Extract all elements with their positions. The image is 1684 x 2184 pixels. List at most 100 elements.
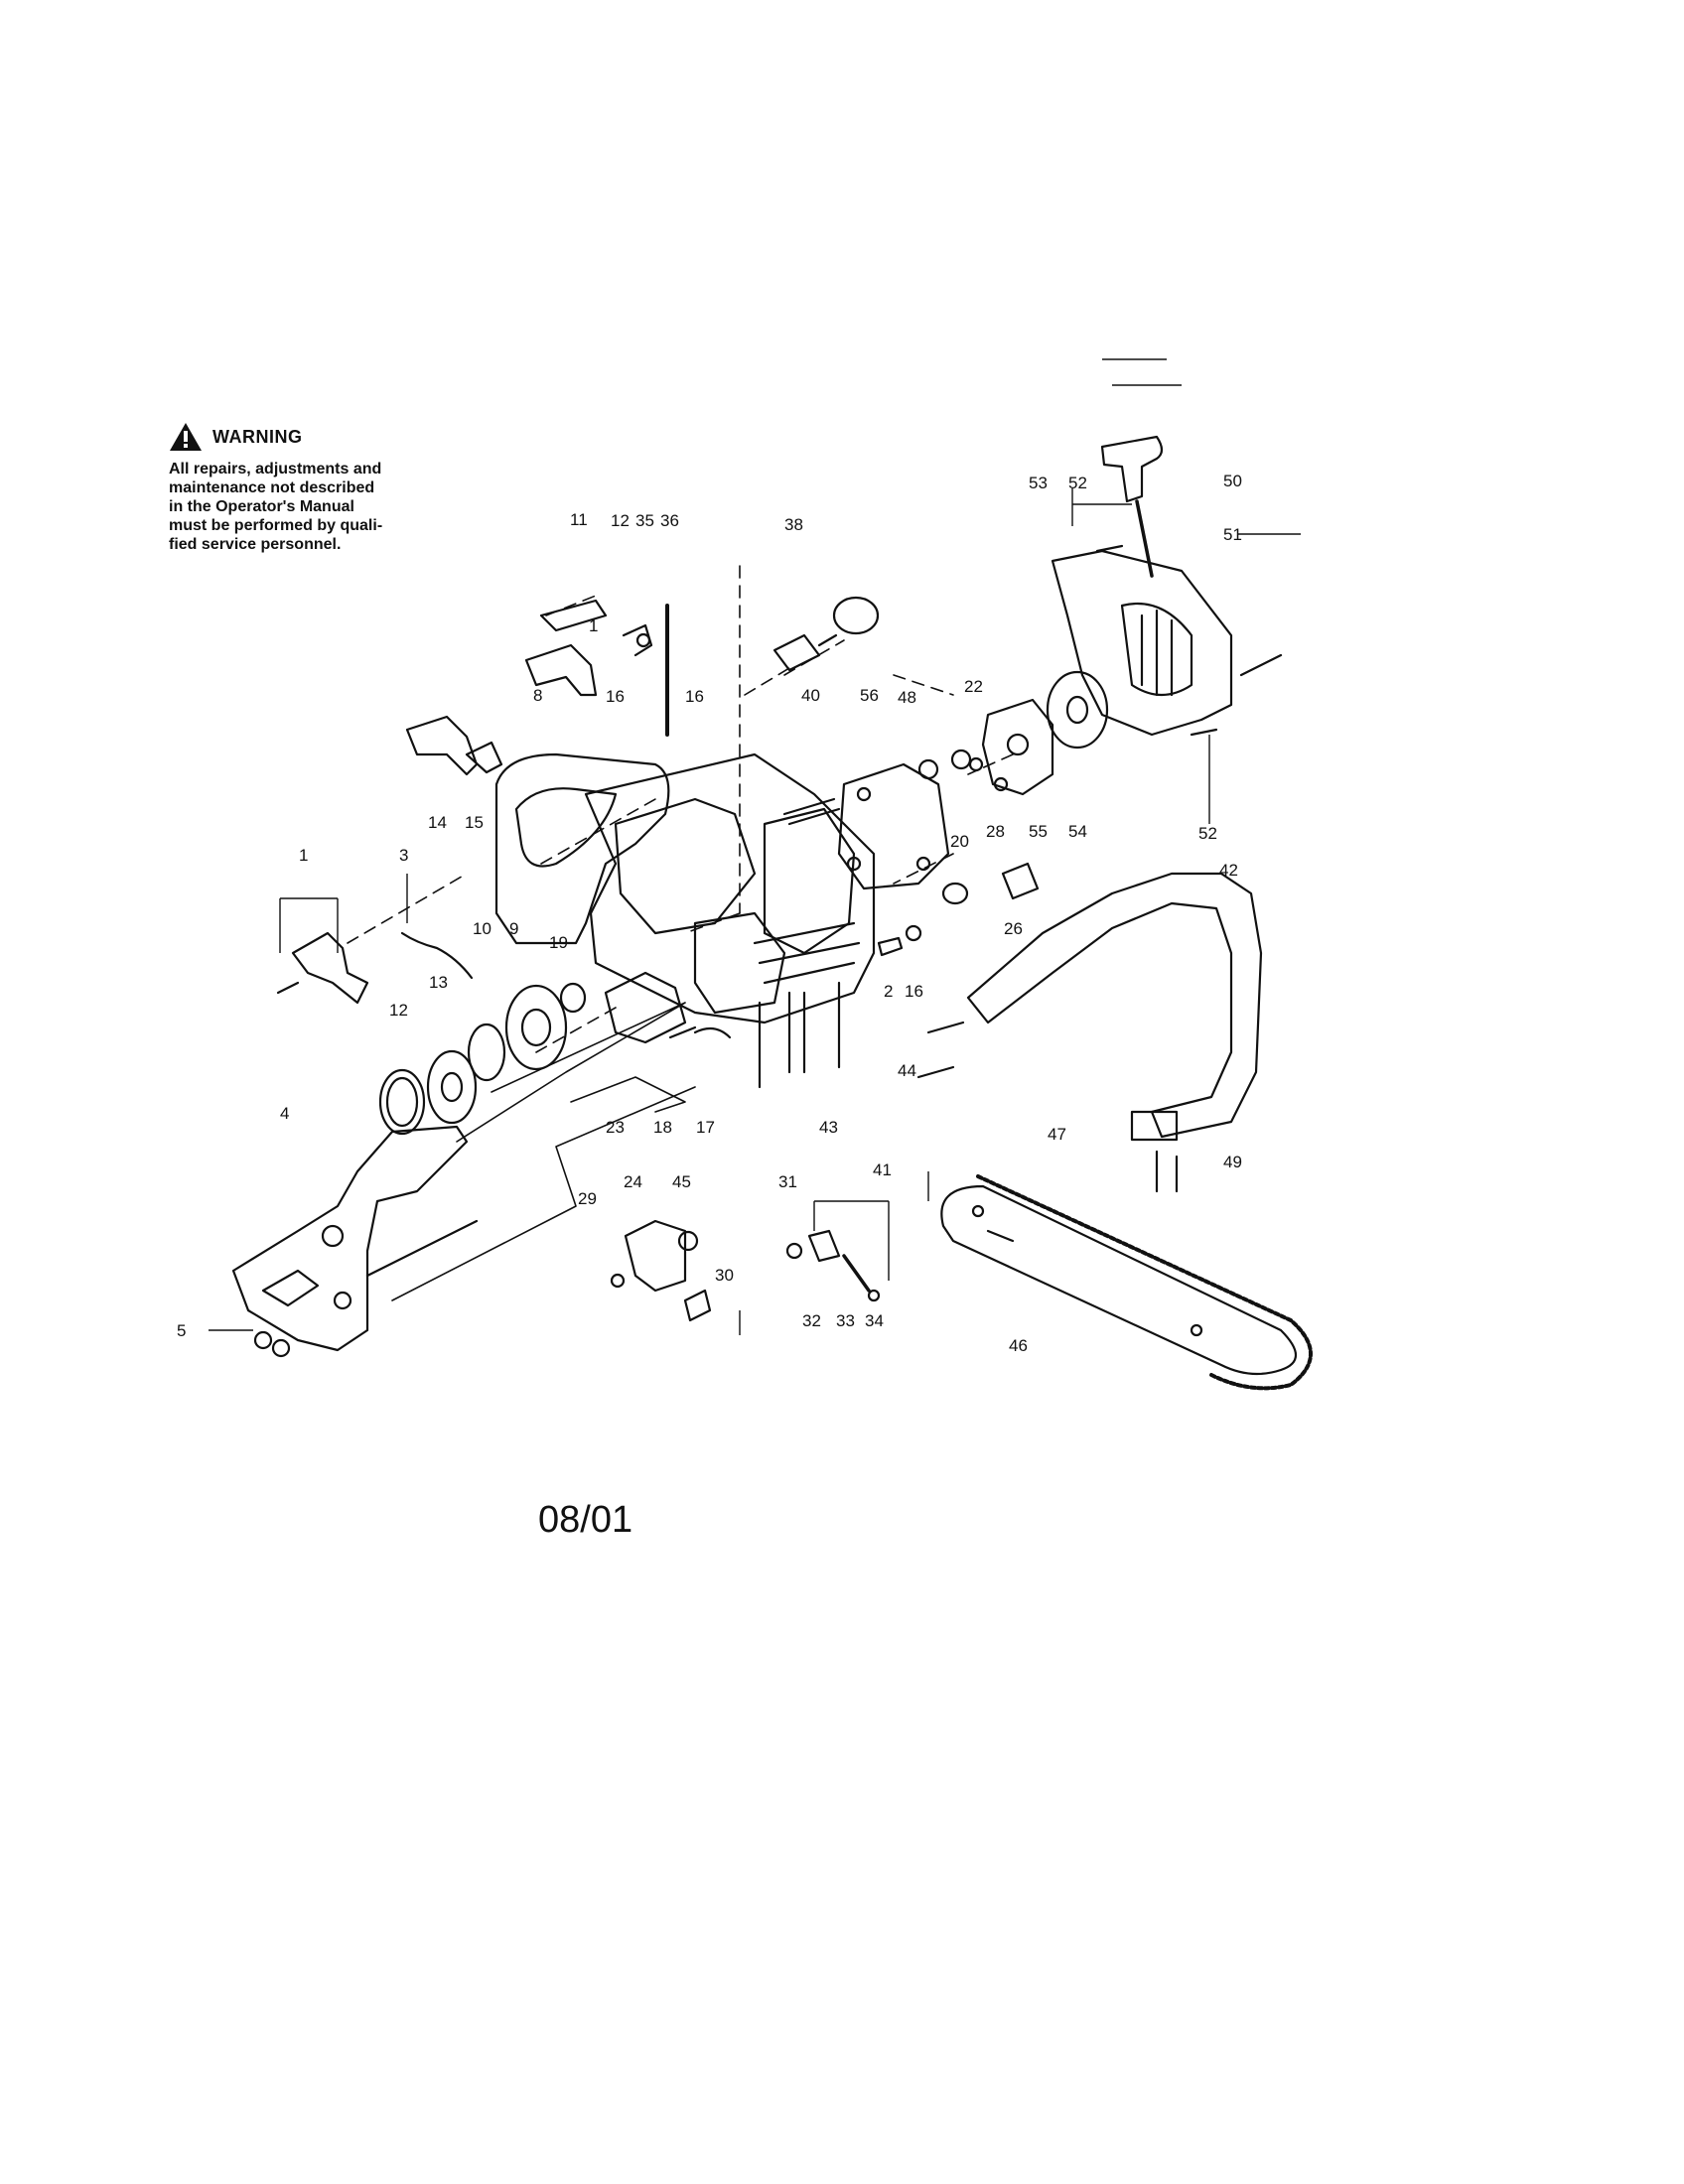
callout-52-upper: 52	[1068, 474, 1087, 492]
bar-guide-lines	[391, 1002, 696, 1301]
part-55-flywheel	[981, 698, 1054, 796]
callout-23: 23	[606, 1118, 625, 1137]
callout-33: 33	[836, 1311, 855, 1330]
part-52-screw-lower	[1190, 728, 1218, 737]
starter-fins	[1120, 602, 1193, 696]
callout-30: 30	[715, 1266, 734, 1285]
cover-window	[261, 1269, 320, 1307]
callout-49: 49	[1223, 1153, 1242, 1171]
callout-6: 14	[428, 813, 447, 832]
callout-24: 24	[624, 1172, 642, 1191]
warning-triangle-icon	[170, 423, 202, 451]
callout-40: 40	[801, 686, 820, 705]
callout-22: 22	[964, 677, 983, 696]
leader-lines	[209, 358, 1301, 1335]
callout-47: 47	[1048, 1125, 1066, 1144]
part-30-clamp	[683, 1289, 712, 1322]
part-11-washer	[467, 1023, 506, 1082]
callout-5: 5	[177, 1321, 186, 1340]
callout-15: 16	[905, 982, 923, 1001]
callout-4: 4	[280, 1104, 289, 1123]
callout-16-a: 16	[606, 687, 625, 706]
callout-8: 8	[533, 686, 542, 705]
callout-13: 11	[570, 510, 588, 529]
part-47-chain	[976, 1174, 1313, 1391]
part-1-top-lever	[524, 643, 598, 697]
callout-38: 38	[784, 515, 803, 534]
crankcase-housing	[584, 752, 876, 1024]
part-15-nut	[905, 924, 922, 942]
housing-screw	[1239, 653, 1283, 677]
part-54-pulley	[1046, 670, 1109, 750]
warning-line-4: must be performed by quali-	[169, 517, 383, 534]
callout-18: 18	[653, 1118, 672, 1137]
callout-26: 26	[1004, 919, 1023, 938]
part-7-clip	[465, 741, 503, 774]
warning-line-3: in the Operator's Manual	[169, 498, 354, 515]
callout-43: 43	[819, 1118, 838, 1137]
warning-title: WARNING	[212, 426, 303, 447]
callout-29: 29	[578, 1189, 597, 1208]
callout-32: 32	[802, 1311, 821, 1330]
part-42-front-handle	[966, 872, 1263, 1139]
callout-56: 56	[860, 686, 879, 705]
part-3-spring	[400, 931, 474, 980]
callout-3: 3	[399, 846, 408, 865]
callout-31: 31	[778, 1172, 797, 1191]
part-56-cylinder	[837, 762, 950, 890]
part-29-screw	[610, 1273, 626, 1289]
part-13-clip	[539, 599, 608, 632]
callout-45: 45	[672, 1172, 691, 1191]
warning-line-2: maintenance not described	[169, 479, 375, 496]
part-19-washer	[559, 982, 587, 1014]
callout-10: 9	[509, 919, 518, 938]
part-44-screw-b	[916, 1065, 955, 1079]
part-51-rope	[1135, 499, 1154, 578]
warning-line-1: All repairs, adjustments and	[169, 461, 382, 478]
callout-labels: 11 12 35 36 38 1 8 16 16 40 56 48 22 14 …	[177, 472, 1242, 1355]
callout-12: 13	[429, 973, 448, 992]
part-34-pin	[867, 1289, 881, 1302]
handle-foot	[1130, 1110, 1179, 1142]
callout-42: 42	[1219, 861, 1238, 880]
part-5-nut-a	[253, 1330, 273, 1350]
part-4-clutch-cover	[231, 1125, 469, 1352]
part-31-nut	[785, 1242, 803, 1260]
callout-53: 53	[1029, 474, 1048, 492]
part-53-starter-housing	[1051, 549, 1233, 737]
callout-19: 19	[549, 933, 568, 952]
callout-51: 51	[1223, 525, 1242, 544]
callout-2: 2	[884, 982, 893, 1001]
callout-46: 48	[898, 688, 916, 707]
part-2-bolt	[877, 936, 904, 957]
callout-14: 12	[611, 511, 630, 530]
callout-55: 55	[1029, 822, 1048, 841]
callout-11: 10	[473, 919, 491, 938]
part-26-cover	[1001, 862, 1040, 900]
handle-opening	[514, 787, 618, 868]
housing-lower	[693, 911, 786, 1015]
part-12-clutch	[426, 1049, 478, 1125]
part-33-tensioner	[842, 1254, 871, 1293]
part-32-bracket	[807, 1229, 841, 1263]
warning-notice: WARNING All repairs, adjustments and mai…	[169, 422, 437, 554]
callout-9: 12	[389, 1001, 408, 1020]
part-50-starter-handle	[1100, 435, 1164, 503]
part-43-bolts	[758, 981, 841, 1089]
part-48-guide-bar	[940, 1184, 1298, 1376]
part-24-oil-pump	[624, 1219, 687, 1293]
callout-1-lower: 1	[299, 846, 308, 865]
part-44-screw-a	[926, 1021, 965, 1034]
callout-48: 46	[1009, 1336, 1028, 1355]
part-26-plug	[941, 882, 969, 905]
part-17-hose	[693, 1026, 732, 1039]
part-28-screw	[993, 776, 1009, 792]
callout-1-top: 1	[589, 616, 598, 635]
part-40-bolts	[782, 797, 841, 826]
callout-35: 35	[635, 511, 654, 530]
callout-44: 44	[898, 1061, 916, 1080]
part-1-lower-lever	[291, 931, 369, 1005]
callout-17: 17	[696, 1118, 715, 1137]
part-46-plug	[917, 758, 939, 780]
